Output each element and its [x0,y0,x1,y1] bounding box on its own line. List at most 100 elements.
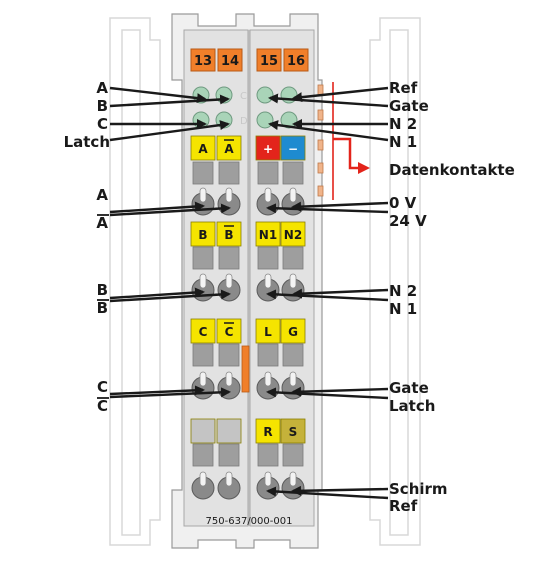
orange-slider [241,345,250,393]
callout-line [109,289,231,303]
callout-line [266,289,389,302]
callout-line [109,287,205,300]
clamp-opening [264,371,272,387]
marker-text: L [264,325,272,339]
marker-text: R [263,425,272,439]
left-labels: A B C Latch A A B B C C [64,79,110,415]
terminal-number: 14 [221,54,239,69]
terminal-tab-16 [283,48,309,72]
label-led-n2: N 2 [389,115,417,133]
marker-text: N2 [284,228,302,242]
marker-text: B [198,228,207,242]
clamp-opening [225,187,233,203]
marker-label [280,135,306,161]
marker-label [216,418,242,444]
label-led-latch: Latch [64,133,110,151]
callout-line [109,387,231,399]
callout-line [266,203,389,214]
terminal-tab-15 [256,48,282,72]
clamp-slot [282,343,304,367]
label-led-n1: N 1 [389,133,417,151]
marker-label [190,221,216,247]
clamp-opening [225,273,233,289]
clamp-slot [218,343,240,367]
marker-label [280,318,306,344]
callout-line [291,485,389,496]
label-term-b: B [97,281,108,299]
clamp-opening [289,471,297,487]
marker-label [255,318,281,344]
right-labels: Ref Gate N 2 N 1 Datenkontakte 0 V 24 V … [389,79,515,515]
label-term-n2: N 2 [389,282,417,300]
label-term-24v: 24 V [389,212,427,230]
callout-line [268,93,389,108]
marker-text: S [289,425,298,439]
label-term-latch: Latch [389,397,435,415]
callout-line [268,120,389,142]
marker-text: + [263,142,273,156]
callout-lines [109,86,389,500]
led-c [192,111,210,129]
label-term-gate: Gate [389,379,429,397]
label-term-0v: 0 V [389,194,417,212]
clamp-opening [199,273,207,289]
marker-label [280,418,306,444]
marker-label [280,221,306,247]
callout-line [109,385,205,396]
clamp-opening [264,471,272,487]
clamp-slot [282,161,304,185]
terminal-number: 16 [287,54,305,69]
callout-line [109,201,205,214]
clamp-slot [257,161,279,185]
clamp-slot [218,246,240,270]
clamp-slot [282,443,304,467]
clamp-opening [199,371,207,387]
marker-label [255,221,281,247]
clamp-slot [257,343,279,367]
clamp-opening [289,273,297,289]
label-term-a: A [96,186,108,204]
marker-text: G [288,325,298,339]
terminal-tab-14 [217,48,243,72]
marker-text: N1 [259,228,277,242]
callout-line [109,94,230,108]
label-datenkontakte: Datenkontakte [389,161,515,179]
clamp-slot [192,343,214,367]
callout-line [266,486,389,500]
callout-line [291,386,389,397]
marker-text: − [288,142,298,156]
ghost-letter: C [240,91,247,102]
clamp-opening [264,273,272,289]
clamp-slot [192,443,214,467]
label-led-gate: Gate [389,97,429,115]
marker-text: A [224,142,234,156]
led-ref [256,86,274,104]
callout-line [109,120,230,142]
mounting-rail-outline [109,17,421,546]
ghost-letter: D [240,116,248,127]
clamp-slot [282,246,304,270]
terminal-number: 13 [194,54,212,69]
label-term-c-bar: C [97,397,108,415]
label-led-c: C [97,115,108,133]
callout-line [291,201,389,212]
label-led-b: B [97,97,108,115]
clamp-slot [218,443,240,467]
marker-text: A [198,142,208,156]
callout-line [109,86,207,104]
marker-text: C [199,325,208,339]
label-led-ref: Ref [389,79,418,97]
label-term-b-bar: B [97,299,108,317]
terminal-tab-13 [190,48,216,72]
clamp-opening [289,187,297,203]
marker-text: B [224,228,233,242]
clamp-slot-tabs [192,161,304,467]
label-term-ref: Ref [389,497,418,515]
clamp-opening [225,371,233,387]
marker-label [190,318,216,344]
callout-line [292,86,389,103]
terminal-number-tabs: 13 14 15 16 [190,48,309,72]
callout-line [109,203,231,217]
clamp-slot [257,443,279,467]
